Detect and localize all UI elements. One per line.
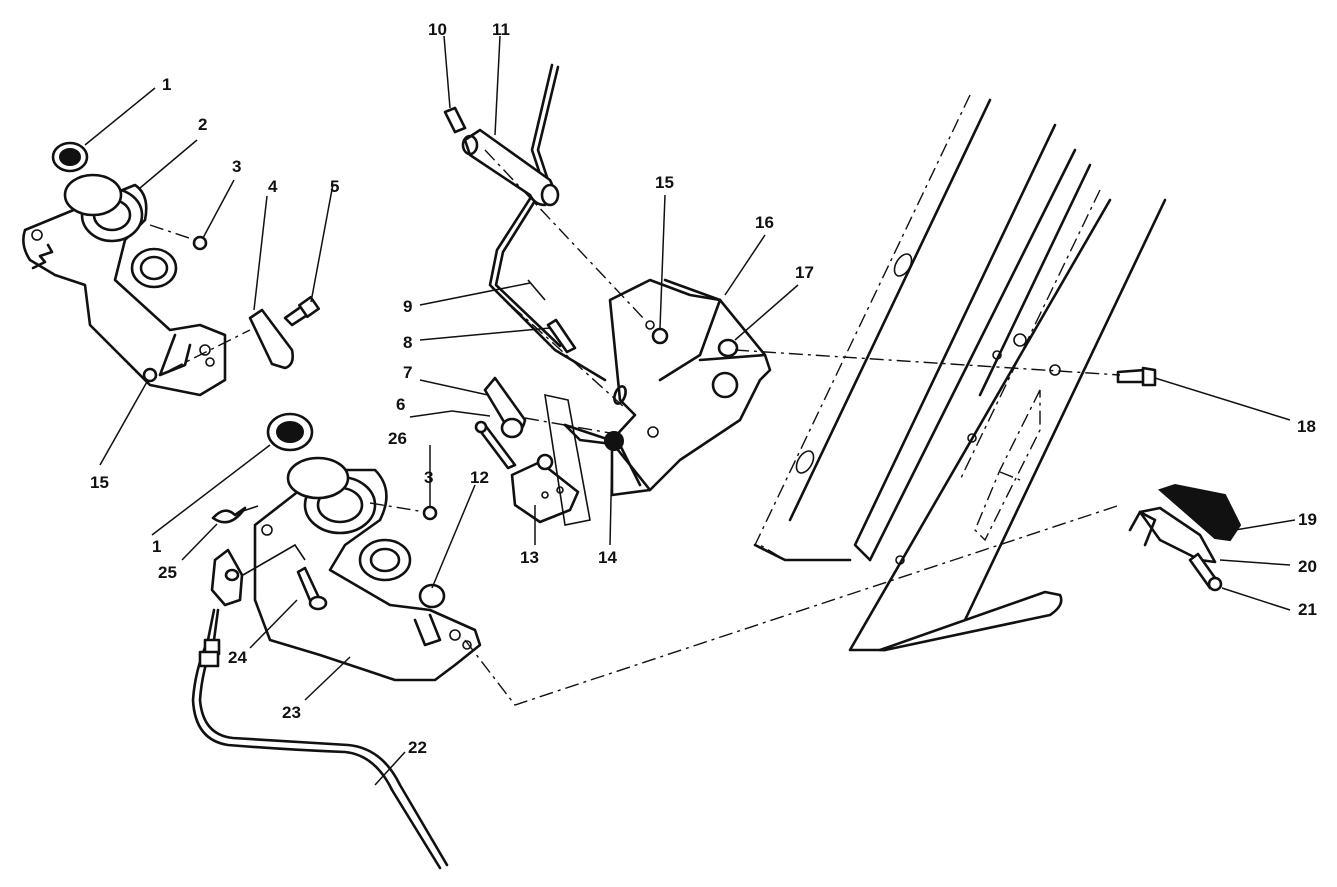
- callout-2: 2: [198, 115, 207, 134]
- microswitch-13: [510, 393, 591, 526]
- cotter-9: [527, 279, 546, 301]
- spring-pin-6: [451, 410, 491, 417]
- callout-1-upper: 1: [162, 75, 171, 94]
- assembly-lines: [464, 149, 1121, 706]
- callout-3-upper: 3: [232, 157, 241, 176]
- callout-4: 4: [268, 177, 278, 196]
- callout-24: 24: [228, 648, 247, 667]
- callout-8: 8: [403, 333, 412, 352]
- callout-21: 21: [1298, 600, 1317, 619]
- shift-rod: [488, 63, 607, 382]
- pin-15-center: [651, 327, 669, 345]
- rod-22: [191, 608, 449, 870]
- nut-17: [717, 338, 739, 358]
- callout-3-lower: 3: [424, 468, 433, 487]
- bolt-3-lower: [369, 502, 438, 521]
- callout-26: 26: [388, 429, 407, 448]
- bolt-21: [1188, 552, 1223, 592]
- callout-18: 18: [1297, 417, 1316, 436]
- callout-19: 19: [1298, 510, 1317, 529]
- bracket-11: [461, 128, 560, 207]
- screw-26: [474, 420, 517, 470]
- callout-5: 5: [330, 177, 339, 196]
- bolt-3-upper: [149, 224, 208, 251]
- callout-23: 23: [282, 703, 301, 722]
- frame-rails: [753, 94, 1167, 652]
- callout-16: 16: [755, 213, 774, 232]
- lower-pedal-assembly: [253, 412, 482, 682]
- callout-17: 17: [795, 263, 814, 282]
- callout-10: 10: [428, 20, 447, 39]
- bushing-12: [418, 583, 446, 609]
- callout-14: 14: [598, 548, 617, 567]
- leader-lines: [84, 35, 1296, 786]
- upper-pedal-assembly: [22, 141, 227, 397]
- callout-11: 11: [492, 20, 510, 39]
- clevis-pin-24: [296, 566, 328, 611]
- callout-labels: 1 2 3 4 5 1 3 12 13 14 15 15 16 17 18 19…: [90, 20, 1317, 757]
- arm-7: [483, 376, 527, 439]
- callout-13: 13: [520, 548, 539, 567]
- callout-15-left: 15: [90, 473, 109, 492]
- callout-1-lower: 1: [152, 537, 161, 556]
- clip-25: [211, 505, 259, 524]
- bracket-16: [563, 278, 772, 497]
- bolt-10: [443, 106, 467, 134]
- callout-7: 7: [403, 363, 412, 382]
- callout-12: 12: [470, 468, 489, 487]
- callout-25: 25: [158, 563, 177, 582]
- callout-6: 6: [396, 395, 405, 414]
- callout-9: 9: [403, 297, 412, 316]
- pedal-plate-20: [1128, 506, 1217, 564]
- nut-14: [604, 431, 624, 451]
- clevis: [210, 543, 306, 607]
- callout-15-center: 15: [655, 173, 674, 192]
- pin-8: [546, 318, 577, 354]
- bolt-5: [283, 295, 321, 327]
- callout-20: 20: [1298, 557, 1317, 576]
- bolt-18: [1116, 366, 1157, 387]
- callout-22: 22: [408, 738, 427, 757]
- spacer-4: [248, 308, 294, 370]
- pedal-pad-19: [1158, 483, 1242, 542]
